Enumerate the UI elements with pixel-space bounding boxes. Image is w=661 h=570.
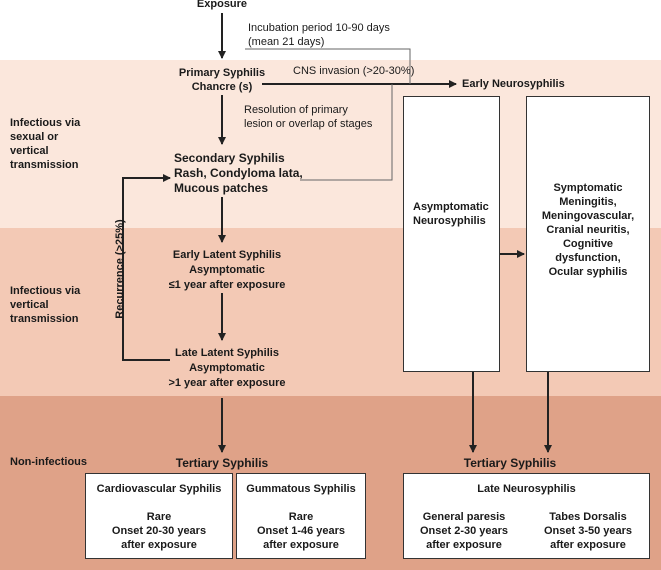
late-latent-line2: Asymptomatic xyxy=(189,362,265,374)
exposure-label: Exposure xyxy=(196,0,248,10)
symptomatic-line6: dysfunction, xyxy=(555,252,621,264)
asymptomatic-neuro-line1: Asymptomatic xyxy=(413,201,489,213)
side-label-sexual-3: vertical xyxy=(10,145,49,157)
side-label-vertical-2: vertical xyxy=(10,299,49,311)
late-latent-title: Late Latent Syphilis xyxy=(175,347,279,359)
late-neuro-title: Late Neurosyphilis xyxy=(477,483,576,495)
late-neuro-box: Late Neurosyphilis General paresis Onset… xyxy=(403,473,650,559)
side-label-noninfectious: Non-infectious xyxy=(10,456,87,468)
early-latent-line2: Asymptomatic xyxy=(189,264,265,276)
cardio-title: Cardiovascular Syphilis xyxy=(96,483,222,495)
primary-chancre: Chancre (s) xyxy=(191,81,253,93)
incubation-bracket xyxy=(245,48,411,84)
paresis-onset: Onset 2-30 years xyxy=(419,525,509,537)
cardio-onset: Onset 20-30 years xyxy=(111,525,207,537)
gummatous-box: Gummatous Syphilis Rare Onset 1-46 years… xyxy=(236,473,366,559)
recurrence-label: Recurrence (>25%) xyxy=(114,219,126,319)
cardio-after: after exposure xyxy=(121,539,197,551)
asymptomatic-neuro-box: Asymptomatic Neurosyphilis xyxy=(403,96,500,372)
paresis-after: after exposure xyxy=(426,539,502,551)
early-latent-title: Early Latent Syphilis xyxy=(172,249,282,261)
incubation-line1: Incubation period 10-90 days xyxy=(248,22,390,34)
secondary-cns-line xyxy=(300,84,393,181)
cardio-rare: Rare xyxy=(146,511,172,523)
gumma-rare: Rare xyxy=(288,511,314,523)
tabes-title: Tabes Dorsalis xyxy=(549,511,627,523)
arrow-recurrence xyxy=(122,174,171,361)
side-label-vertical-3: transmission xyxy=(10,313,79,325)
asymptomatic-neuro-line2: Neurosyphilis xyxy=(413,215,486,227)
secondary-line3: Mucous patches xyxy=(174,181,269,195)
gumma-onset: Onset 1-46 years xyxy=(256,525,346,537)
symptomatic-line4: Cranial neuritis, xyxy=(546,224,630,236)
side-label-vertical-1: Infectious via xyxy=(10,285,81,297)
incubation-line2: (mean 21 days) xyxy=(248,36,325,48)
symptomatic-line1: Symptomatic xyxy=(553,182,623,194)
side-label-sexual-4: transmission xyxy=(10,159,79,171)
secondary-title: Secondary Syphilis xyxy=(174,151,285,165)
gumma-title: Gummatous Syphilis xyxy=(246,483,356,495)
cns-invasion-label: CNS invasion (>20-30%) xyxy=(293,65,415,77)
early-neurosyphilis-label: Early Neurosyphilis xyxy=(462,78,565,90)
resolution-line1: Resolution of primary xyxy=(244,104,348,116)
gumma-after: after exposure xyxy=(263,539,339,551)
primary-title: Primary Syphilis xyxy=(178,67,266,79)
symptomatic-line2: Meningitis, xyxy=(559,196,617,208)
tabes-after: after exposure xyxy=(550,539,626,551)
tertiary-left-title: Tertiary Syphilis xyxy=(175,456,269,470)
resolution-line2: lesion or overlap of stages xyxy=(244,118,373,130)
symptomatic-line7: Ocular syphilis xyxy=(548,266,628,278)
symptomatic-line3: Meningovascular, xyxy=(541,210,635,222)
early-latent-line3: ≤1 year after exposure xyxy=(168,279,286,291)
side-label-sexual-1: Infectious via xyxy=(10,117,81,129)
secondary-line2: Rash, Condyloma lata, xyxy=(174,166,303,180)
symptomatic-neuro-box: Symptomatic Meningitis, Meningovascular,… xyxy=(526,96,650,372)
tabes-onset: Onset 3-50 years xyxy=(543,525,633,537)
paresis-title: General paresis xyxy=(422,511,506,523)
symptomatic-line5: Cognitive xyxy=(562,238,614,250)
late-latent-line3: >1 year after exposure xyxy=(168,377,286,389)
side-label-sexual-2: sexual or xyxy=(10,131,59,143)
tertiary-right-title: Tertiary Syphilis xyxy=(463,456,557,470)
cardiovascular-box: Cardiovascular Syphilis Rare Onset 20-30… xyxy=(85,473,233,559)
